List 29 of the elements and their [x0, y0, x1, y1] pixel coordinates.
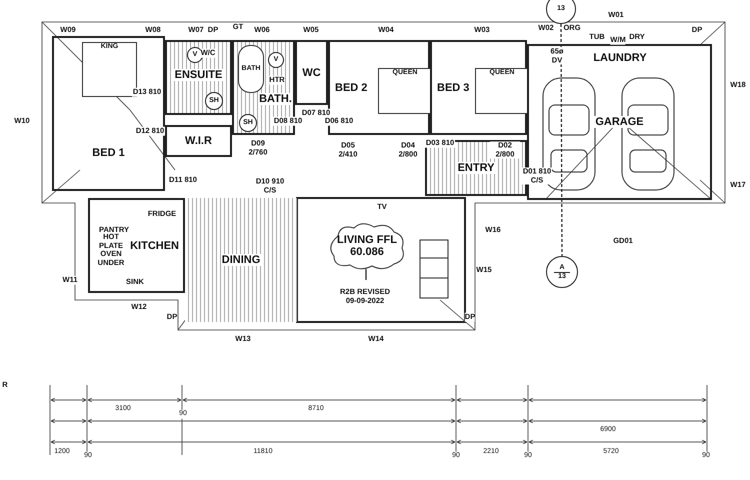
room [165, 40, 232, 115]
bed [378, 68, 432, 114]
leader-line [365, 269, 367, 280]
valve-symbol [268, 52, 284, 68]
room-name: WC [301, 66, 322, 78]
revision-cloud [328, 222, 406, 270]
room-name: LAUNDRY [592, 52, 648, 64]
room [295, 40, 328, 105]
room [430, 40, 527, 135]
fixture-text: LIVING FFL 60.086 [336, 234, 398, 258]
room-name: BATH. [258, 93, 293, 105]
section-line [560, 24, 563, 256]
section-marker [546, 0, 576, 24]
room [52, 36, 165, 191]
shower-symbol [205, 92, 223, 110]
room-name: BED 2 [334, 82, 368, 94]
shower-symbol [239, 114, 257, 132]
bed [475, 68, 529, 114]
room-name: ENSUITE [174, 68, 224, 80]
bathtub [238, 45, 264, 93]
room-name: BED 3 [436, 82, 470, 94]
room-name: KITCHEN [129, 240, 180, 252]
room-name: GARAGE [594, 116, 645, 128]
section-marker [546, 256, 578, 288]
room-name: BED 1 [91, 147, 126, 159]
room-name: W.I.R [184, 135, 213, 147]
room [165, 125, 232, 157]
room-name: ENTRY [456, 162, 496, 174]
room-name: DINING [220, 254, 262, 266]
